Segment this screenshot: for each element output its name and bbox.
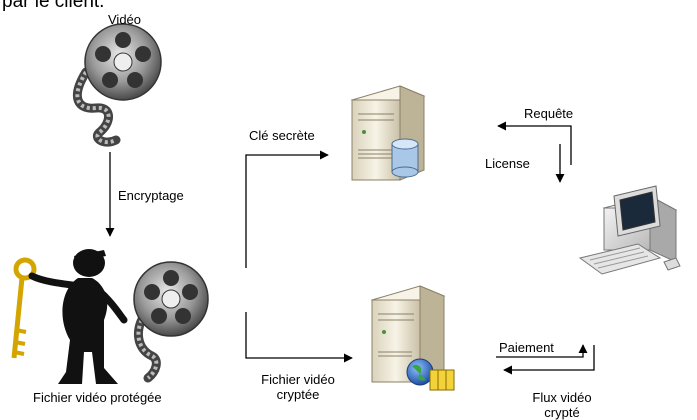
desktop-computer-icon (578, 185, 681, 275)
fichier-protege-label: Fichier vidéo protégée (33, 390, 162, 405)
requete-label: Requête (524, 106, 574, 121)
cle-secrete-label: Clé secrète (249, 128, 315, 143)
flux-video-line2: crypté (544, 405, 580, 420)
paiement-arrow (496, 344, 588, 358)
flux-video-arrow (503, 345, 595, 375)
database-server-icon (350, 85, 426, 181)
encryptage-label: Encryptage (118, 188, 184, 203)
fichier-crypte-line1: Fichier vidéo (261, 372, 335, 387)
cle-secrete-arrow (245, 150, 329, 268)
web-server-icon (370, 285, 455, 391)
flux-video-label: Flux vidéo crypté (517, 390, 607, 420)
fichier-crypte-line2: cryptée (276, 387, 320, 402)
video-label: Vidéo (108, 12, 142, 27)
header-cut-text: par le client. (2, 0, 105, 12)
flux-video-line1: Flux vidéo (532, 390, 592, 405)
bottom-film-reel-icon (133, 261, 209, 383)
top-film-reel-icon (72, 23, 162, 147)
key-person-icon (11, 249, 128, 384)
fichier-crypte-label: Fichier vidéo cryptée (248, 372, 348, 402)
license-label: License (485, 156, 530, 171)
paiement-label: Paiement (499, 340, 554, 355)
requete-arrow (497, 121, 572, 165)
fichier-crypte-arrow (245, 312, 353, 363)
